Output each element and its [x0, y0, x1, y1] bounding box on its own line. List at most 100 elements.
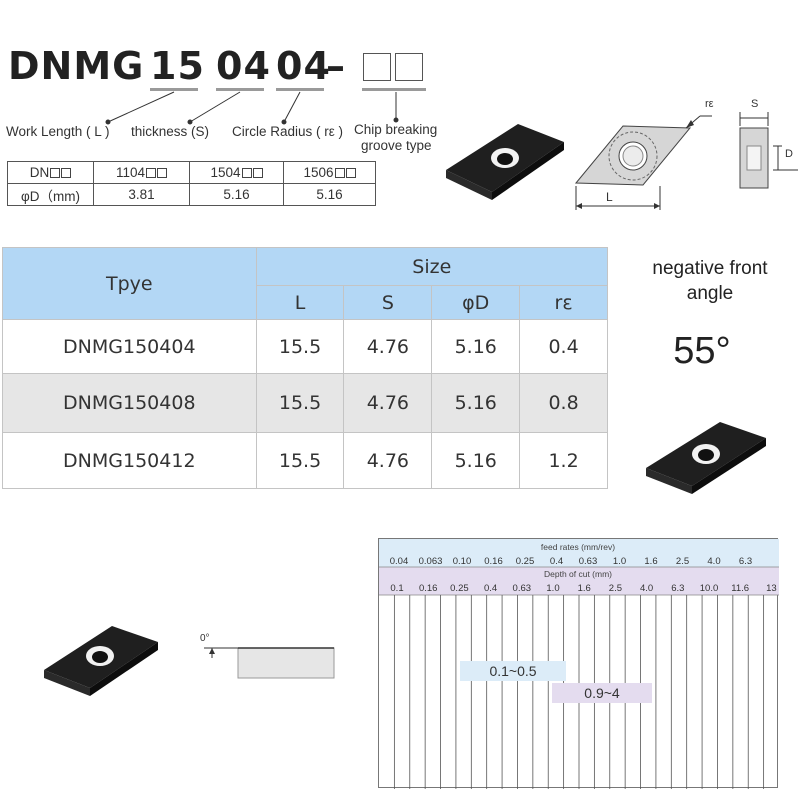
- angle-caption-line2: angle: [686, 283, 734, 304]
- code-value: 1104: [115, 165, 146, 180]
- label-circle-radius: Circle Radius ( rε ): [232, 124, 344, 139]
- col-header-l: L: [255, 285, 345, 320]
- table-cell: 1506: [283, 161, 376, 184]
- depth-tick: 1.0: [546, 583, 560, 594]
- depth-tick: 0.25: [450, 583, 469, 594]
- code-prefix: DNMG: [8, 44, 145, 88]
- d-label: D: [785, 148, 793, 160]
- underline-radius: [276, 88, 324, 91]
- feed-rate-tick: 0.10: [452, 556, 472, 567]
- row-label: DN: [29, 165, 50, 180]
- code-part-length: 15: [150, 44, 205, 88]
- code-value: 1506: [303, 165, 334, 180]
- feed-rate-tick: 0.63: [578, 556, 598, 567]
- value-cell: 0.4: [519, 319, 608, 374]
- table-cell: 5.16: [283, 183, 376, 206]
- feed-rate-tick: 6.3: [738, 556, 753, 567]
- value-cell: 5.16: [431, 319, 521, 374]
- feed-rate-tick: 1.0: [612, 556, 627, 567]
- cutting-parameter-chart: feed rates (mm/rev) 0.04 0.063 0.10 0.16 0.2…: [378, 538, 779, 789]
- size-header: Size: [255, 247, 609, 286]
- depth-tick: 13: [766, 583, 777, 594]
- feed-range-bar: [460, 661, 566, 681]
- code-dash: –: [326, 44, 346, 88]
- underline-length: [150, 88, 198, 91]
- table-cell: 5.16: [189, 183, 284, 206]
- depth-tick: 0.1: [390, 583, 404, 594]
- table-row: DNMG150408 15.5 4.76 5.16 0.8: [2, 373, 608, 433]
- type-cell: DNMG150408: [2, 373, 257, 433]
- table-row: φD（mm) 3.81 5.16 5.16: [7, 183, 376, 206]
- feed-rate-tick: 1.6: [644, 556, 658, 567]
- size-code-table: DN 1104 1504 1506 φD（mm) 3.81 5.16 5.16: [7, 161, 376, 206]
- re-label: rε: [705, 98, 714, 110]
- table-cell: 3.81: [93, 183, 190, 206]
- table-cell: DN: [7, 161, 94, 184]
- code-part-thickness: 04: [216, 44, 271, 88]
- insert-photo-right: [646, 422, 766, 494]
- feed-rate-tick: 0.16: [484, 556, 503, 567]
- side-view-drawing: [204, 647, 335, 679]
- value-cell: 4.76: [343, 373, 433, 433]
- depth-tick: 0.63: [512, 583, 532, 594]
- depth-tick: 1.6: [577, 583, 591, 594]
- depth-tick: 10.0: [699, 583, 719, 594]
- depth-title: Depth of cut (mm): [543, 569, 613, 579]
- value-cell: 15.5: [255, 432, 345, 489]
- table-row: DNMG150412 15.5 4.76 5.16 1.2: [2, 432, 608, 489]
- depth-range-bar: [552, 683, 652, 703]
- s-label: S: [751, 98, 759, 110]
- depth-tick: 11.6: [731, 583, 750, 594]
- label-chip-breaking: Chip breaking: [354, 122, 438, 137]
- table-header-row: Tpye Size: [2, 247, 609, 320]
- feed-rate-tick: 0.04: [389, 556, 409, 567]
- depth-tick: 4.0: [639, 583, 654, 594]
- feed-rate-tick: 0.25: [515, 556, 535, 567]
- code-value: 1504: [210, 165, 241, 180]
- value-cell: 4.76: [343, 319, 433, 374]
- value-cell: 15.5: [255, 373, 345, 433]
- feed-range-label: 0.1~0.5: [489, 663, 537, 679]
- depth-band: [379, 567, 779, 595]
- underline-thickness: [216, 88, 264, 91]
- type-header: Tpye: [2, 247, 257, 320]
- feed-rate-tick: 0.063: [418, 556, 443, 567]
- insert-photo-bottom: [44, 626, 158, 696]
- table-cell: φD（mm): [7, 183, 94, 206]
- col-header-r: rε: [519, 285, 608, 320]
- depth-tick: 2.5: [608, 583, 622, 594]
- angle-caption-line1: negative front: [652, 258, 768, 279]
- value-cell: 15.5: [255, 319, 345, 374]
- depth-tick: 0.16: [418, 583, 438, 594]
- table-cell: 1504: [189, 161, 284, 184]
- table-row: DNMG150404 15.5 4.76 5.16 0.4: [2, 319, 608, 374]
- label-groove-type: groove type: [361, 138, 432, 153]
- type-cell: DNMG150412: [2, 432, 257, 489]
- table-row: DN 1104 1504 1506: [7, 161, 376, 184]
- l-label: L: [606, 190, 613, 204]
- insert-technical-drawing: [574, 112, 798, 210]
- value-cell: 4.76: [343, 432, 433, 489]
- col-header-d: φD: [431, 285, 521, 320]
- side-view-angle-label: 0°: [200, 633, 210, 644]
- col-header-s: S: [343, 285, 433, 320]
- label-thickness: thickness (S): [131, 124, 210, 139]
- chip-code-box-2: [395, 53, 423, 81]
- type-cell: DNMG150404: [2, 319, 257, 374]
- code-part-radius: 04: [276, 44, 331, 88]
- value-cell: 0.8: [519, 373, 608, 433]
- insert-photo-top: [446, 124, 564, 200]
- table-cell: 1104: [93, 161, 190, 184]
- value-cell: 5.16: [431, 373, 521, 433]
- feed-band: [379, 539, 779, 567]
- depth-range-label: 0.9~4: [584, 685, 620, 701]
- chart-grid: [379, 539, 779, 789]
- label-work-length: Work Length ( L ): [6, 124, 110, 139]
- chip-code-box-1: [363, 53, 391, 81]
- insert-spec-table: Tpye Size L S φD rε DNMG150404 15.5 4.76…: [2, 247, 609, 489]
- feed-rate-tick: 4.0: [707, 556, 721, 567]
- feed-rate-tick: 0.4: [549, 556, 564, 567]
- depth-tick: 0.4: [483, 583, 498, 594]
- underline-chip: [362, 88, 426, 91]
- feed-rate-title: feed rates (mm/rev): [540, 542, 616, 552]
